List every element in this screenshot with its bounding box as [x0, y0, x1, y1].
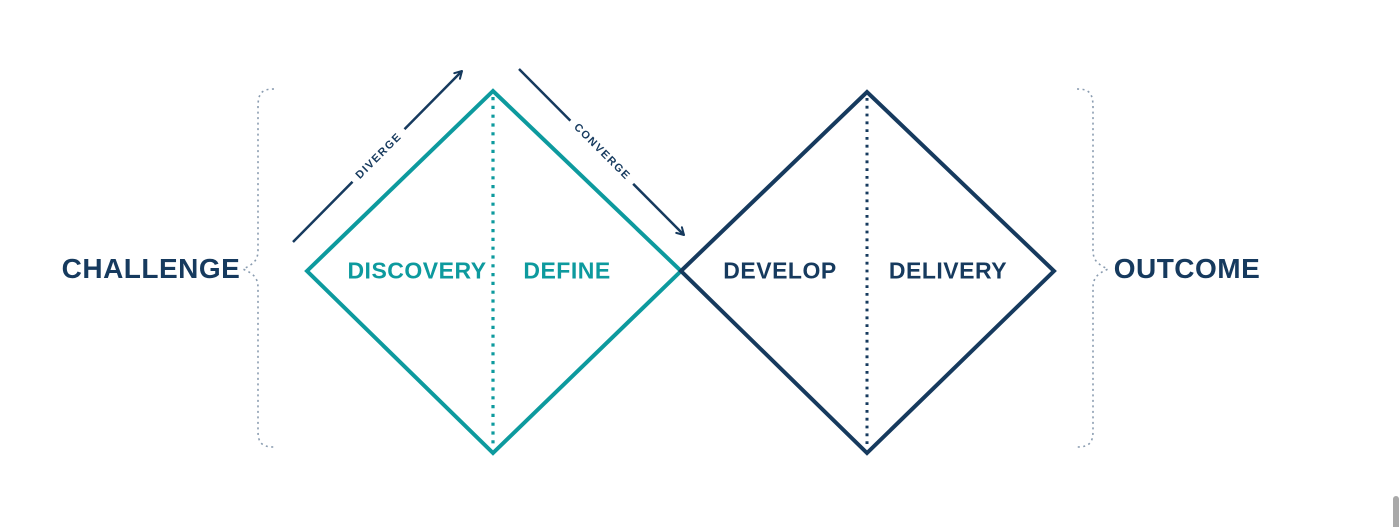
develop-phase-label: DEVELOP — [723, 257, 837, 284]
challenge-label: CHALLENGE — [61, 253, 241, 284]
outcome-label: OUTCOME — [1113, 253, 1261, 284]
outcome-brace — [1076, 88, 1110, 448]
diamond-develop-delivery — [678, 89, 1057, 456]
scrollbar-thumb[interactable] — [1393, 496, 1399, 527]
delivery-phase-label: DELIVERY — [888, 257, 1008, 284]
define-phase-label: DEFINE — [523, 257, 611, 284]
discovery-phase-label: DISCOVERY — [347, 257, 487, 284]
challenge-brace — [241, 88, 275, 448]
